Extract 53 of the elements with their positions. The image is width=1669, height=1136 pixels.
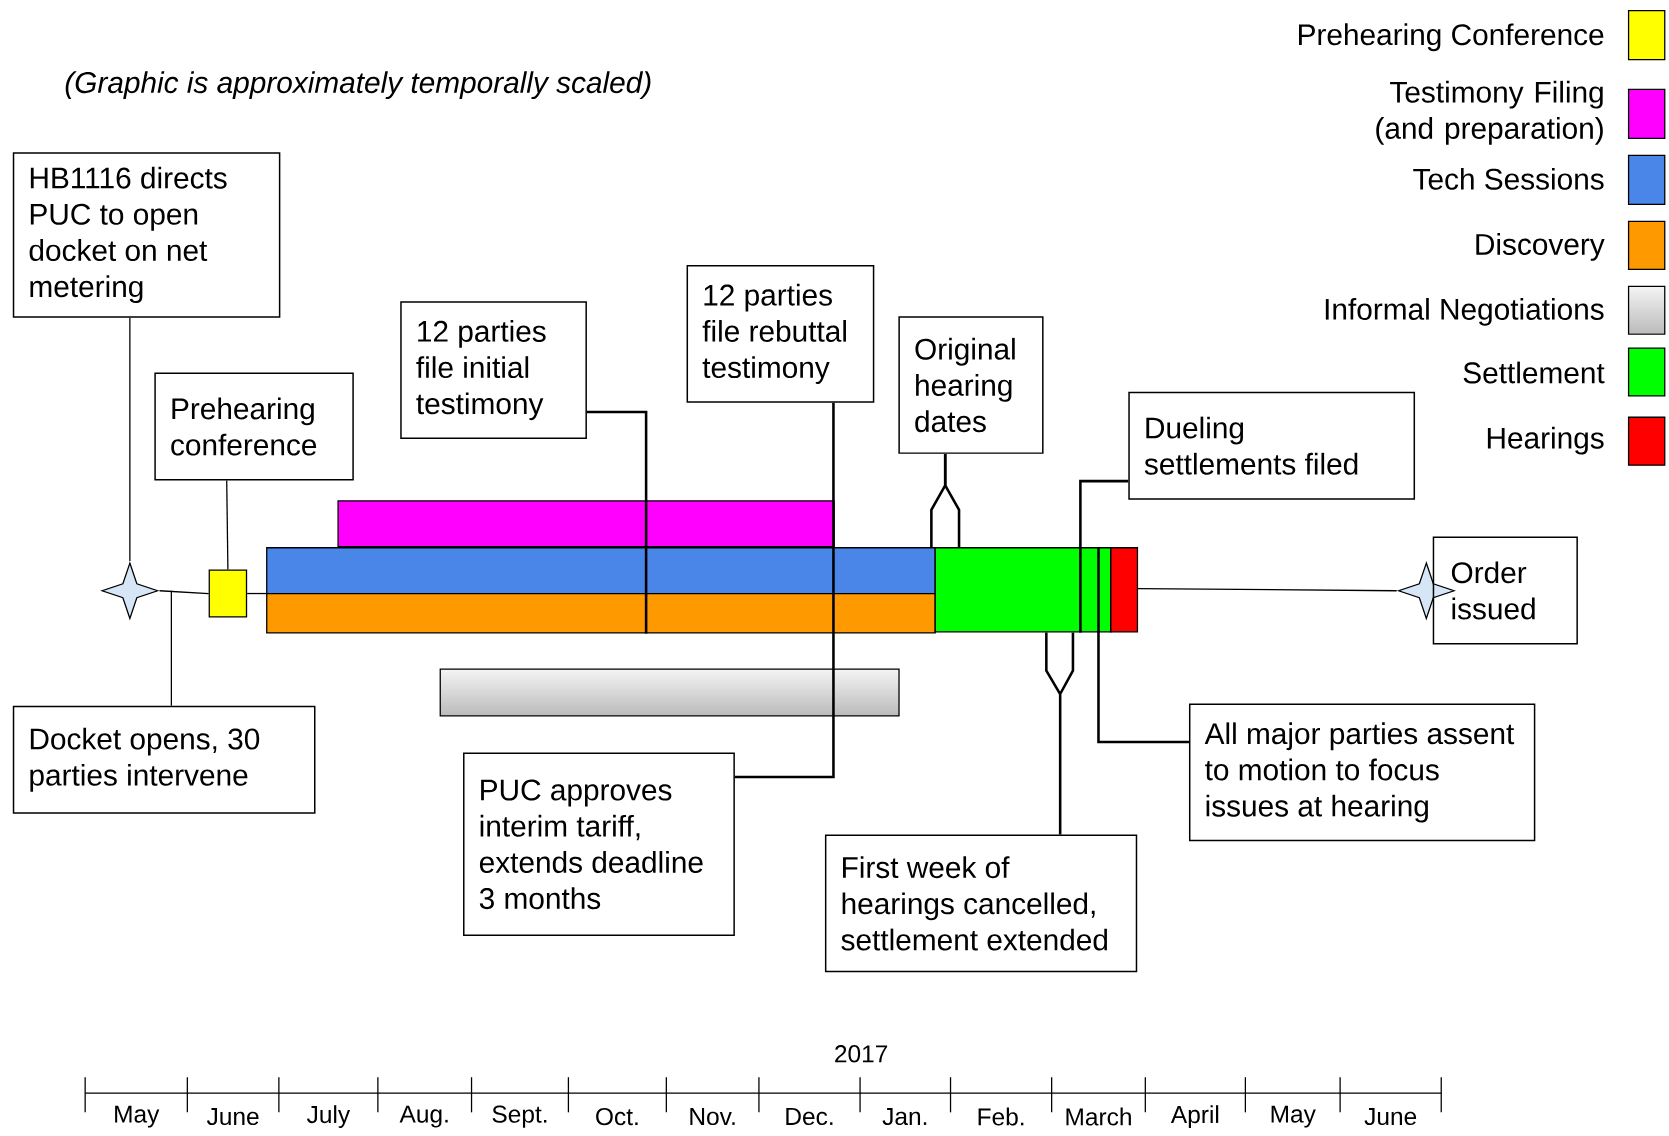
legend-label: Testimony Filing (and preparation): [1376, 80, 1603, 145]
month-label: Dec.: [786, 1108, 833, 1126]
callout-box: Dueling settlements filed: [1128, 391, 1416, 500]
timeline-bar: [934, 547, 1112, 633]
legend-label: Discovery: [1476, 233, 1605, 261]
legend-label: Informal Negotiations: [1325, 298, 1604, 326]
leader-line: [1045, 631, 1075, 836]
month-label: Jan.: [882, 1108, 927, 1126]
leader-line: [586, 410, 648, 634]
milestone-marker: [208, 569, 248, 618]
leader-line: [226, 479, 229, 571]
callout-box: Order issued: [1432, 536, 1578, 645]
timeline-bar: [337, 500, 835, 548]
timeline-line: [1137, 588, 1398, 592]
legend-label: Settlement: [1463, 361, 1605, 384]
month-label: Feb.: [978, 1107, 1024, 1126]
leader-line: [129, 317, 131, 562]
leader-line: [1079, 479, 1129, 633]
legend-label: Tech Sessions: [1413, 168, 1604, 190]
callout-box: Original hearing dates: [898, 316, 1044, 454]
month-label: Sept.: [492, 1105, 547, 1128]
leader-line: [1097, 547, 1189, 744]
leader-line: [930, 454, 947, 548]
month-label: July: [307, 1105, 351, 1129]
timeline-bar: [1110, 547, 1139, 633]
month-label: April: [1170, 1105, 1219, 1129]
timeline-bar: [266, 547, 936, 595]
note-text: (Graphic is approximately temporally scaled): [65, 71, 651, 100]
callout-box: HB1116 directs PUC to open docket on net metering: [12, 152, 281, 318]
leader-line: [170, 590, 172, 707]
callout-box: First week of hearings cancelled, settlement extended: [824, 834, 1138, 973]
legend-label: Hearings: [1487, 426, 1604, 455]
leader-line: [734, 402, 835, 779]
timeline-line: [246, 593, 267, 595]
month-label: Nov.: [690, 1108, 735, 1126]
callout-box: PUC approves interim tariff, extends deadline 3 months: [463, 752, 735, 937]
month-label: May: [1271, 1105, 1316, 1128]
callout-box: Prehearing conference: [154, 372, 354, 481]
month-label: March: [1066, 1107, 1131, 1126]
callout-box: 12 parties file rebuttal testimony: [686, 265, 875, 403]
timeline-line: [158, 590, 210, 595]
month-label: June: [206, 1108, 259, 1126]
month-label: Oct.: [596, 1108, 638, 1126]
legend-label: Prehearing Conference: [1299, 23, 1604, 52]
month-label: Aug.: [399, 1105, 448, 1128]
callout-box: 12 parties file initial testimony: [400, 301, 587, 440]
callout-box: Docket opens, 30 parties intervene: [12, 705, 316, 814]
timeline-bar: [439, 668, 900, 717]
month-label: June: [1364, 1108, 1417, 1126]
timeline-bar: [266, 593, 936, 634]
year-label: 2017: [835, 1045, 888, 1063]
callout-box: All major parties assent to motion to focus issues at hearing: [1188, 703, 1536, 842]
month-label: May: [115, 1105, 160, 1128]
